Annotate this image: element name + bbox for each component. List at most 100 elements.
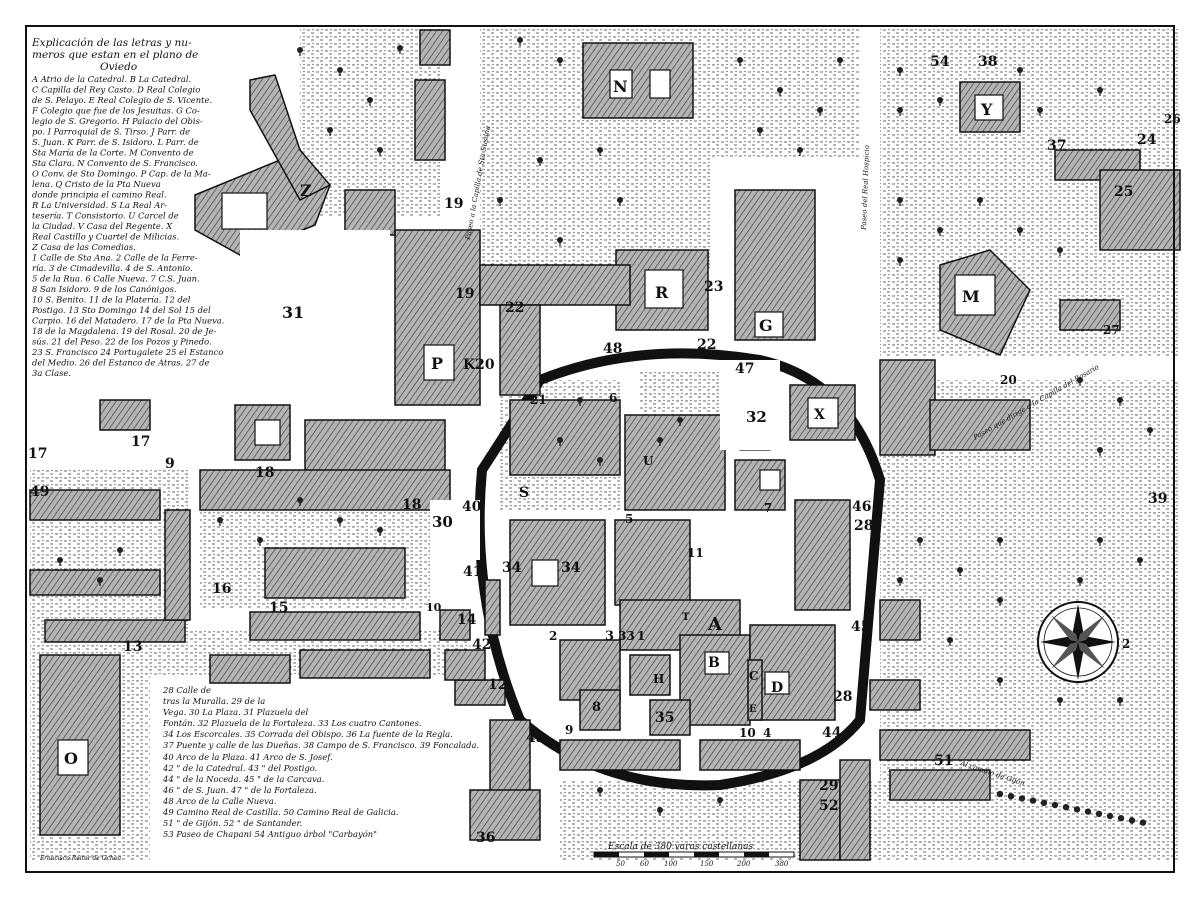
bottom-legend-line-7: 42 " de la Catedral. 43 " del Postigo.	[162, 763, 317, 773]
map-number-3: 3	[605, 629, 614, 644]
tree-icon	[1077, 377, 1083, 386]
tree-icon	[497, 197, 503, 206]
tree-icon	[1117, 815, 1125, 822]
tree-icon	[977, 197, 983, 206]
tree-icon	[397, 45, 403, 54]
tree-icon	[937, 97, 943, 106]
tree-icon	[1137, 557, 1143, 566]
block-letter-r: R	[655, 283, 669, 302]
map-number-24: 24	[1137, 132, 1157, 148]
tree-icon	[257, 537, 263, 546]
tree-icon	[517, 37, 523, 46]
legend-line-5: de S. Pelayo. E Real Colegio de S. Vicen…	[32, 95, 212, 105]
map-number-45: 45	[851, 619, 870, 635]
block-letter-g: G	[759, 316, 773, 335]
map-number-43: 43	[526, 730, 545, 746]
tree-icon	[297, 497, 303, 506]
legend-line-8: po. I Parroquial de S. Tirso. J Parr. de	[32, 127, 190, 137]
tree-icon	[1097, 537, 1103, 546]
bottom-legend-line-1: tras la Muralla. 29 de la	[163, 696, 265, 706]
map-number-49: 49	[30, 484, 49, 500]
map-number-22a: 22	[505, 300, 524, 316]
map-number-34b: 34	[561, 560, 581, 576]
tree-icon	[897, 197, 903, 206]
street-note-hospicio: Paseo del Real Hospicio	[860, 145, 871, 231]
tree-icon	[996, 790, 1004, 798]
tree-icon	[897, 67, 903, 76]
tree-icon	[557, 437, 563, 446]
map-number-15: 15	[269, 600, 288, 616]
legend-line-24: 10 S. Benito. 11 de la Platería. 12 del	[32, 295, 191, 305]
tree-icon	[1017, 227, 1023, 236]
block-letter-m: M	[962, 287, 980, 306]
tree-icon	[557, 237, 563, 246]
tree-icon	[717, 797, 723, 806]
block-letter-d: D	[771, 680, 783, 696]
legend-line-19: Z Casa de las Comedias.	[31, 242, 136, 252]
legend-line-6: F Colegio que fue de los Jesuitas. G Co-	[31, 106, 200, 116]
map-number-52: 52	[819, 798, 838, 814]
bottom-legend-line-10: 48 Arco de la Calle Nueva.	[162, 796, 277, 806]
legend-line-3: A Atrio de la Catedral. B La Catedral.	[31, 74, 191, 84]
map-number-20: 20	[1000, 373, 1017, 387]
map-number-10b: 10	[739, 726, 756, 740]
legend-line-9: S. Juan. K Parr. de S. Isidoro. L Parr. …	[32, 137, 199, 147]
map-number-16: 16	[212, 581, 231, 597]
map-number-2a: 2	[549, 629, 557, 643]
map-number-2b: 2	[1122, 637, 1130, 651]
legend-line-27: 18 de la Magdalena. 19 del Rosal. 20 de …	[32, 326, 216, 336]
tree-icon	[997, 677, 1003, 686]
map-number-9b: 9	[565, 723, 573, 737]
scale-tick-4: 200	[736, 860, 751, 868]
legend-line-29: 23 S. Francisco 24 Portugalete 25 el Est…	[31, 347, 223, 357]
tree-icon	[117, 547, 123, 556]
author-credit: Francisco Reiter de Ochoa	[39, 855, 121, 862]
map-number-7: 7	[764, 501, 772, 515]
bottom-legend-line-8: 44 " de la Noceda. 45 " de la Carcava.	[162, 774, 324, 784]
map-number-1: 1	[637, 629, 645, 643]
tree-icon	[1037, 107, 1043, 116]
tree-icon	[597, 147, 603, 156]
legend-line-18: Real Castillo y Cuartel de Milicias.	[31, 232, 179, 242]
tree-icon	[777, 87, 783, 96]
legend-line-26: Carpio. 16 del Matadero. 17 de la Pta Nu…	[32, 316, 224, 326]
tree-icon	[957, 567, 963, 576]
tree-icon	[367, 97, 373, 106]
block-letter-y: Y	[980, 100, 993, 119]
bottom-legend-line-13: 53 Paseo de Chapani 54 Antiguo árbol "Ca…	[163, 829, 377, 839]
tree-icon	[1017, 67, 1023, 76]
legend-line-13: lena. Q Cristo de la Pta Nueva	[32, 179, 161, 189]
legend-line-16: tesería. T Consistorio. U Carcel de	[32, 211, 179, 221]
legend-line-0: Explicación de las letras y nu-	[31, 37, 192, 49]
tree-icon	[1147, 427, 1153, 436]
tree-icon	[1007, 793, 1015, 800]
tree-icon	[937, 227, 943, 236]
tree-icon	[1097, 87, 1103, 96]
map-number-34a: 34	[502, 560, 522, 576]
block-letter-p: P	[431, 354, 443, 373]
map-number-40: 40	[462, 499, 482, 515]
tree-icon	[657, 807, 663, 816]
map-number-36: 36	[476, 830, 495, 846]
block-letter-o: O	[64, 749, 78, 768]
tree-icon	[1117, 697, 1123, 706]
map-number-13: 13	[123, 639, 142, 655]
tree-icon	[1062, 804, 1070, 811]
trees	[57, 37, 1153, 826]
tree-icon	[1018, 795, 1026, 802]
legend-line-7: legio de S. Gregorio. H Palacio del Obis…	[32, 116, 203, 126]
scale-bar: Escala de 380 varas castellanas 50 60 10…	[593, 842, 795, 868]
block-letter-k20: K20	[463, 357, 495, 373]
map-number-46: 46	[852, 499, 871, 515]
scale-tick-2: 100	[664, 860, 678, 868]
tree-icon	[1117, 397, 1123, 406]
map-number-18b: 18	[402, 497, 421, 513]
map-number-6: 6	[609, 391, 617, 405]
map-number-19a: 19	[444, 196, 463, 212]
tree-icon	[1095, 810, 1103, 817]
tree-icon	[377, 527, 383, 536]
plazas	[240, 230, 780, 560]
block-letter-h: H	[653, 672, 664, 686]
